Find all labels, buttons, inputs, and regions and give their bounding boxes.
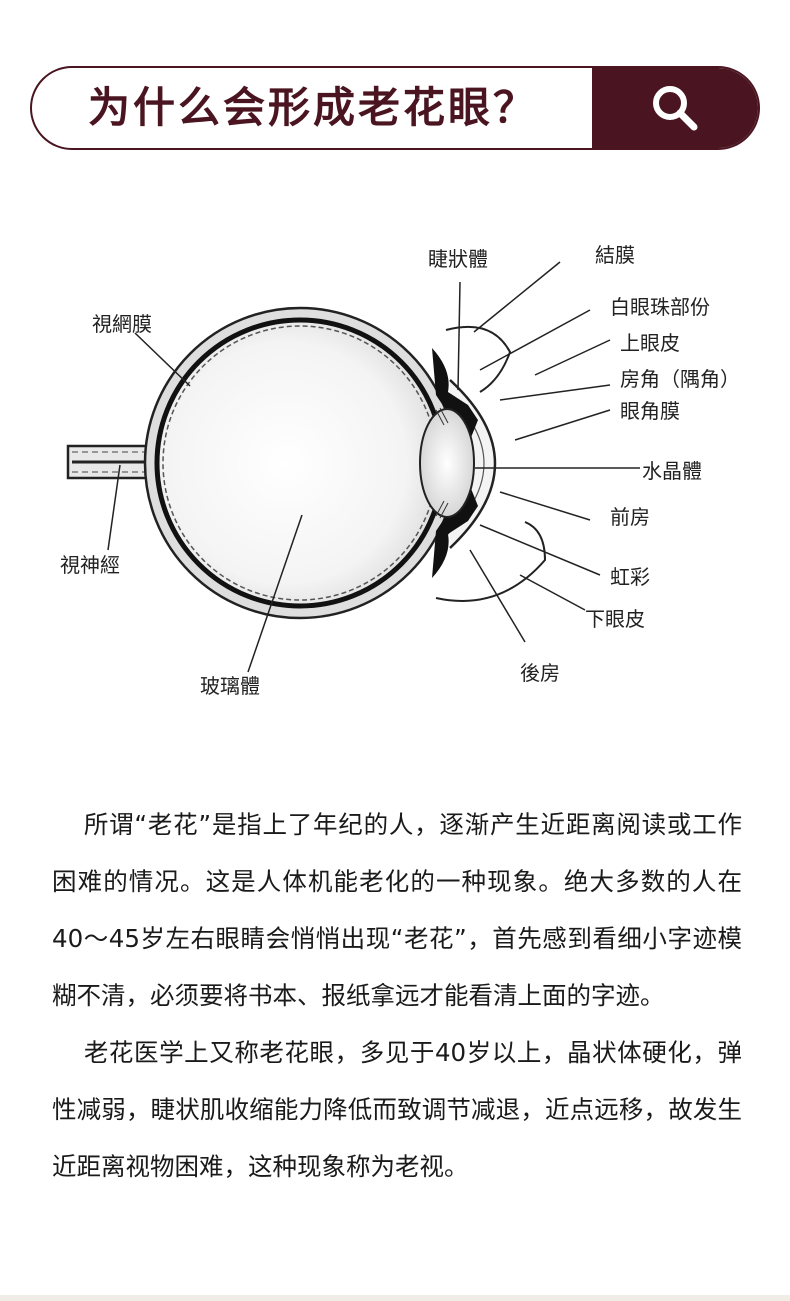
label-anterior-chamber: 前房 <box>610 505 650 529</box>
label-posterior-chamber: 後房 <box>520 661 560 685</box>
label-lens: 水晶體 <box>642 459 702 483</box>
label-iris: 虹彩 <box>610 565 650 589</box>
label-cornea: 眼角膜 <box>620 399 680 423</box>
paragraph: 所谓“老花”是指上了年纪的人，逐渐产生近距离阅读或工作困难的情况。这是人体机能老… <box>52 810 742 1010</box>
label-ciliary-body: 睫狀體 <box>428 247 488 271</box>
label-vitreous-body: 玻璃體 <box>200 674 260 698</box>
label-lower-eyelid: 下眼皮 <box>585 607 645 631</box>
label-retina: 視網膜 <box>92 312 152 336</box>
label-optic-nerve: 視神經 <box>60 553 120 577</box>
eyeball <box>143 306 547 620</box>
eye-anatomy-diagram: 睫狀體 結膜 白眼珠部份 視網膜 上眼皮 房角（隅角） 眼角膜 水晶體 視神經 … <box>60 243 740 698</box>
title-banner: 为什么会形成老花眼？ <box>30 66 760 150</box>
paragraph: 老花医学上又称老花眼，多见于40岁以上，晶状体硬化，弹性减弱，睫状肌收缩能力降低… <box>52 1038 742 1181</box>
label-upper-eyelid: 上眼皮 <box>620 331 680 355</box>
label-angle: 房角（隅角） <box>620 367 740 391</box>
leader-lines <box>107 261 640 673</box>
bottom-divider <box>0 1295 790 1301</box>
page-title: 为什么会形成老花眼？ <box>87 83 538 132</box>
label-sclera: 白眼珠部份 <box>610 295 710 319</box>
search-icon <box>653 86 698 131</box>
label-conjunctiva: 結膜 <box>595 243 635 267</box>
article-body: 所谓“老花”是指上了年纪的人，逐渐产生近距离阅读或工作困难的情况。这是人体机能老… <box>52 796 742 1195</box>
search-button[interactable] <box>592 68 758 148</box>
